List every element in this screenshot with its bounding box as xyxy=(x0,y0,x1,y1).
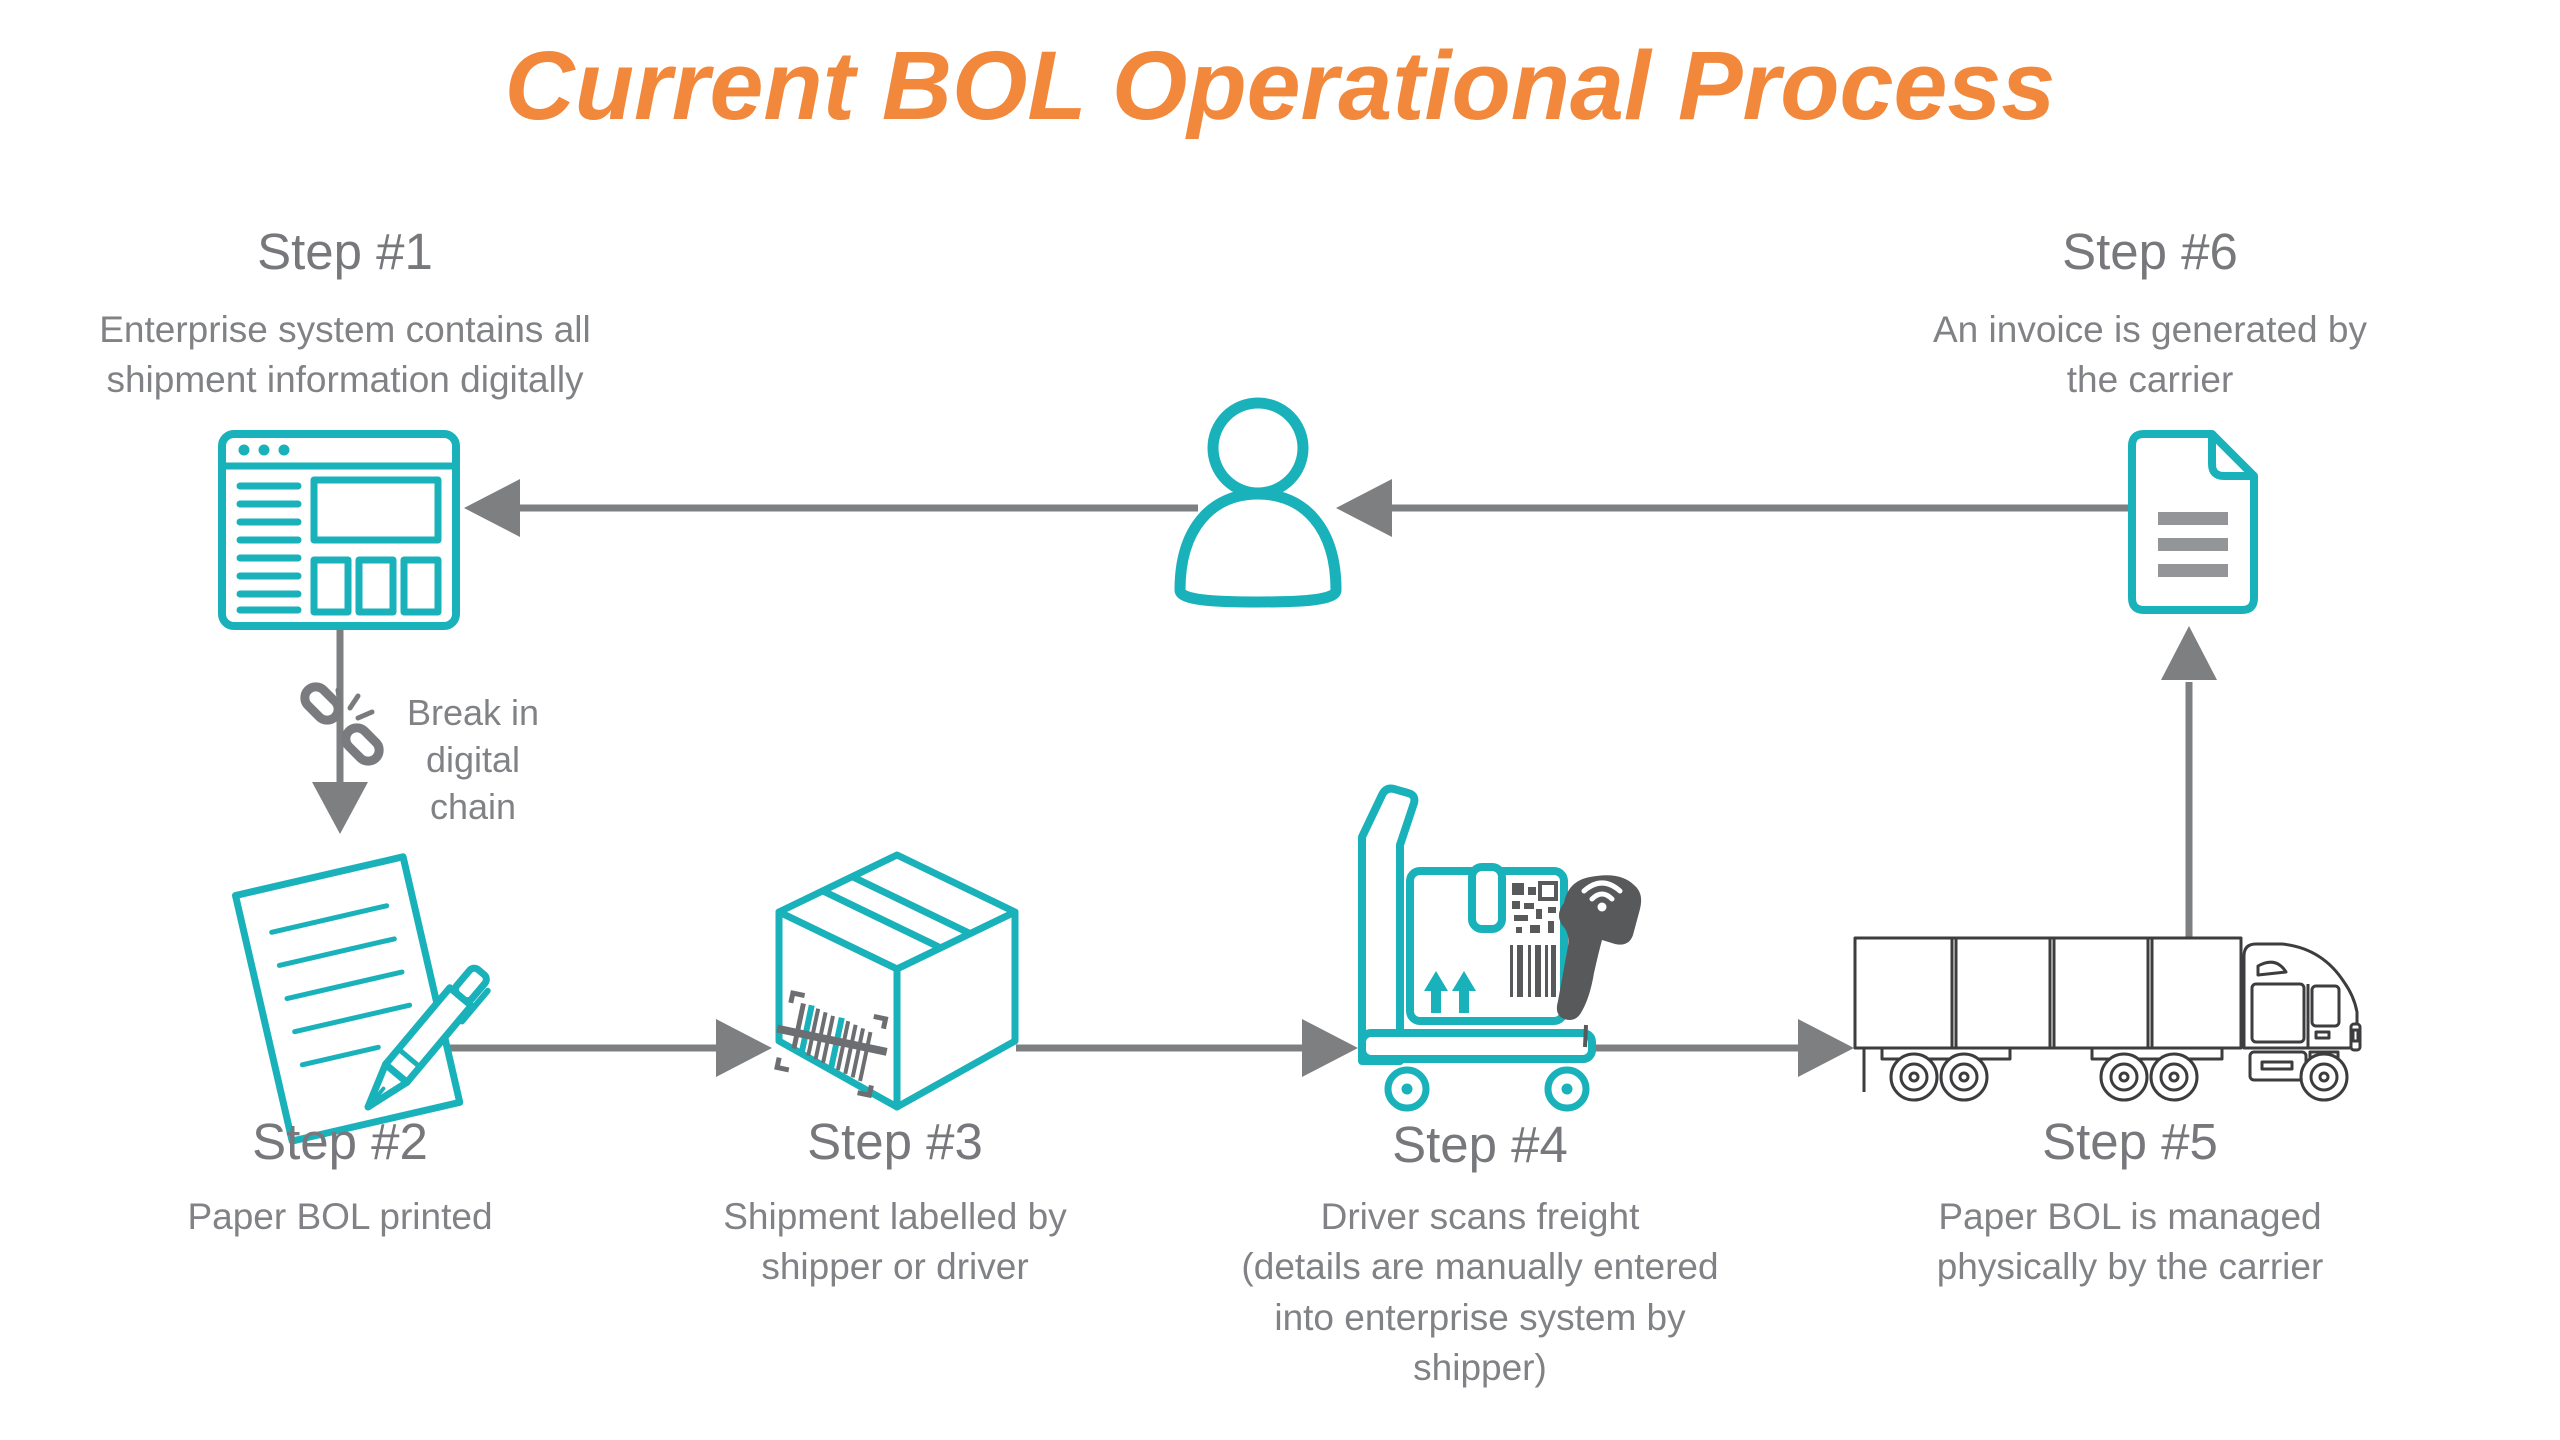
hand-truck-and-scanner-icon xyxy=(1358,784,1642,1112)
break-in-digital-chain-note: Break in digital chain xyxy=(406,692,540,827)
barcode-label xyxy=(1510,945,1556,997)
broken-chain-link-icon xyxy=(300,682,384,766)
shipping-box-barcode-icon xyxy=(774,851,1019,1111)
enterprise-system-browser-icon xyxy=(218,430,460,630)
arrow-box-to-cart xyxy=(1016,1019,1358,1077)
this-side-up-arrows xyxy=(1424,971,1476,1013)
step6-description: An invoice is generated by the carrier xyxy=(1933,309,2367,401)
step4-description: Driver scans freight (details are manual… xyxy=(1241,1196,1719,1388)
page-title: Current BOL Operational Process xyxy=(504,31,2056,140)
step2-heading: Step #2 xyxy=(252,1113,428,1170)
step5-heading: Step #5 xyxy=(2042,1113,2218,1170)
arrow-person-to-enterprise xyxy=(464,479,1198,537)
step5-description: Paper BOL is managed physically by the c… xyxy=(1936,1196,2324,1288)
handheld-scanner xyxy=(1556,875,1642,1048)
step2-description: Paper BOL printed xyxy=(187,1196,493,1237)
step6-heading: Step #6 xyxy=(2062,223,2238,280)
step1-description: Enterprise system contains all shipment … xyxy=(99,309,591,401)
invoice-document-icon xyxy=(2128,430,2258,614)
step3-description: Shipment labelled by shipper or driver xyxy=(723,1196,1067,1288)
step3-heading: Step #3 xyxy=(807,1113,983,1170)
barcode-scan-graphic xyxy=(774,990,889,1099)
qr-code-label xyxy=(1512,881,1558,933)
arrow-invoice-to-person xyxy=(1336,479,2128,537)
step4-heading: Step #4 xyxy=(1392,1116,1568,1173)
arrow-truck-to-invoice xyxy=(2161,626,2217,938)
step1-heading: Step #1 xyxy=(257,223,433,280)
person-icon xyxy=(1174,397,1342,608)
paper-and-pen-icon xyxy=(231,853,491,1145)
semi-truck-icon xyxy=(1853,936,2362,1102)
